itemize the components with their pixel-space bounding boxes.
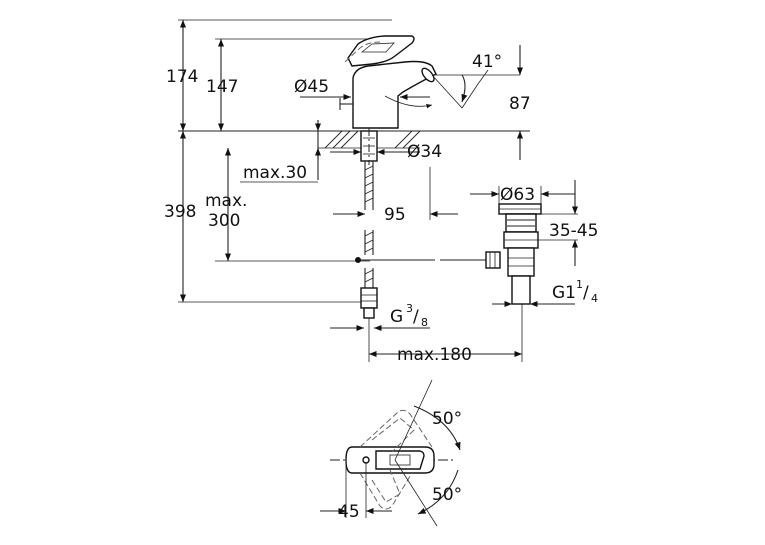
angle-41-ext-2 [431,74,463,109]
dim-g38-den: 8 [421,316,428,329]
dim-87-label: 87 [509,94,531,114]
deck-hatch [324,130,421,149]
dim-max30-label: max.30 [243,163,307,183]
dim-d34-label: Ø34 [407,142,442,162]
linkage-pivot [355,257,361,263]
top-lever-window [375,450,425,470]
top-lever-swing-down-inner [371,469,401,503]
mixer-lever-window [360,42,395,53]
spout-outlet [421,67,435,83]
top-popup [362,456,370,464]
supply-hose [360,161,378,319]
dim-g114-num: 1 [576,278,583,291]
angle-bottom-ext [394,459,438,527]
dim-g38-num: 3 [406,302,413,315]
angle-bottom-arc [417,469,459,515]
top-lever-swing-up [359,409,433,448]
dim-3545-label: 35-45 [549,221,598,241]
waste-valve [485,203,542,305]
mixer-body [352,60,437,129]
dim-g38-slash: / [413,307,419,327]
dim-398-label: 398 [164,202,196,222]
mixer-lever-alt [344,41,381,63]
dim-95-label: 95 [384,205,406,225]
top-lever-swing-down [359,472,413,510]
angle-bottom-label: 50° [432,485,462,505]
dim-g114-den: 4 [591,292,598,305]
top-lever-slot [389,454,411,466]
dim-max-label: max. [205,191,247,211]
spout-swing-arc [384,95,433,109]
angle-top-arc [413,405,461,451]
top-view: 50° 50° 45 [320,379,462,527]
dim-45-label: 45 [338,502,360,522]
dim-g114-prefix: G1 [552,283,576,303]
dim-g114-slash: / [583,283,589,303]
angle-top-label: 50° [432,409,462,429]
mixer-lever [347,35,415,67]
dim-174-label: 174 [166,67,198,87]
dim-d63-label: Ø63 [500,185,535,205]
dim-max180-label: max.180 [397,345,472,365]
dim-g38-prefix: G [390,307,403,327]
dim-300-label: 300 [208,211,240,231]
angle-41-leader [461,83,479,109]
dim-147-label: 147 [206,77,238,97]
dim-41-label: 41° [472,52,502,72]
angle-top-ext [394,379,433,461]
dim-d45-label: Ø45 [294,77,329,97]
angle-41-leader-2 [477,69,489,85]
angle-41-arc [461,74,468,103]
side-view: 174 147 398 max. 300 [164,19,598,365]
